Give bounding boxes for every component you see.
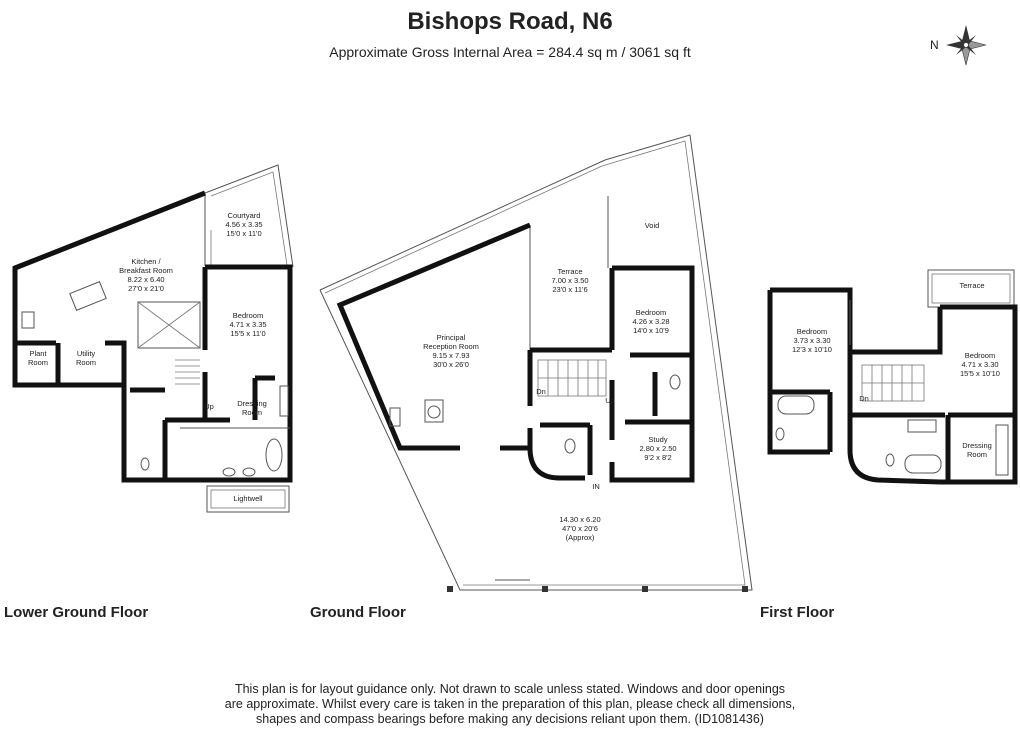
lower-ground-floor-plan (12, 164, 294, 513)
gf-study-metric: 2.80 x 2.50 (639, 444, 676, 453)
first-floor-label: First Floor (760, 604, 835, 621)
lg-kitchen-name1: Kitchen / (131, 257, 161, 266)
lg-utility-name1: Utility (77, 349, 96, 358)
ground-floor-plan (319, 134, 753, 592)
gross-area-subtitle: Approximate Gross Internal Area = 284.4 … (329, 44, 691, 60)
ff-stairs-dn-label: Dn (859, 394, 869, 403)
gf-reception-imperial: 30'0 x 26'0 (433, 360, 469, 369)
lg-bedroom-metric: 4.71 x 3.35 (229, 320, 266, 329)
disclaimer-line-1: This plan is for layout guidance only. N… (234, 682, 786, 696)
gf-garden-note: (Approx) (566, 533, 595, 542)
ff-bedroom-b-name: Bedroom (965, 351, 995, 360)
ground-floor-label: Ground Floor (310, 604, 406, 621)
gf-garden-metric: 14.30 x 6.20 (559, 515, 600, 524)
ff-bedroom-a-name: Bedroom (797, 327, 827, 336)
lg-dressing-name2: Room (242, 408, 262, 417)
gf-entrance-label: IN (592, 482, 600, 491)
gf-stairs-up-label: Up (605, 396, 615, 405)
lg-courtyard-name: Courtyard (228, 211, 261, 220)
ff-bedroom-a-metric: 3.73 x 3.30 (793, 336, 830, 345)
gf-stairs-dn-label: Dn (536, 387, 546, 396)
gf-reception-metric: 9.15 x 7.93 (432, 351, 469, 360)
gf-study-imperial: 9'2 x 8'2 (644, 453, 671, 462)
disclaimer-line-2: are approximate. Whilst every care is ta… (224, 697, 796, 711)
lg-bedroom-imperial: 15'5 x 11'0 (230, 329, 265, 338)
gf-study-name: Study (648, 435, 667, 444)
lg-stairs-up-label: Up (204, 402, 214, 411)
compass-rose-icon (946, 25, 987, 66)
lower-ground-floor-label: Lower Ground Floor (4, 604, 149, 621)
gf-bedroom-metric: 4.26 x 3.28 (632, 317, 669, 326)
lg-kitchen-name2: Breakfast Room (119, 266, 173, 275)
lg-bedroom-name: Bedroom (233, 311, 263, 320)
disclaimer-footer: This plan is for layout guidance only. N… (160, 682, 860, 727)
lg-kitchen-imperial: 27'0 x 21'0 (128, 284, 164, 293)
gf-bedroom-imperial: 14'0 x 10'9 (633, 326, 669, 335)
gf-garden-imperial: 47'0 x 20'6 (562, 524, 598, 533)
lg-lightwell-name: Lightwell (233, 494, 263, 503)
gf-reception-name2: Reception Room (423, 342, 479, 351)
lg-courtyard-imperial: 15'0 x 11'0 (226, 229, 261, 238)
plan-title: Bishops Road, N6 (407, 8, 613, 35)
lg-courtyard-metric: 4.56 x 3.35 (225, 220, 262, 229)
lg-kitchen-metric: 8.22 x 6.40 (127, 275, 164, 284)
ff-dressing-name2: Room (967, 450, 987, 459)
gf-terrace-name: Terrace (557, 267, 582, 276)
ff-bedroom-b-imperial: 15'5 x 10'10 (960, 369, 1000, 378)
ff-dressing-name1: Dressing (962, 441, 992, 450)
gf-terrace-imperial: 23'0 x 11'6 (552, 285, 587, 294)
first-floor-plan (767, 269, 1018, 485)
compass-north-label: N (930, 38, 939, 52)
lg-utility-name2: Room (76, 358, 96, 367)
lg-dressing-name1: Dressing (237, 399, 267, 408)
gf-bedroom-name: Bedroom (636, 308, 666, 317)
gf-void-name: Void (645, 221, 660, 230)
ff-bedroom-b-metric: 4.71 x 3.30 (961, 360, 998, 369)
lg-plant-name2: Room (28, 358, 48, 367)
lg-plant-name1: Plant (29, 349, 47, 358)
disclaimer-line-3: shapes and compass bearings before makin… (256, 712, 764, 726)
ff-terrace-name: Terrace (959, 281, 984, 290)
gf-reception-name1: Principal (437, 333, 466, 342)
ff-bedroom-a-imperial: 12'3 x 10'10 (792, 345, 832, 354)
gf-terrace-metric: 7.00 x 3.50 (551, 276, 588, 285)
